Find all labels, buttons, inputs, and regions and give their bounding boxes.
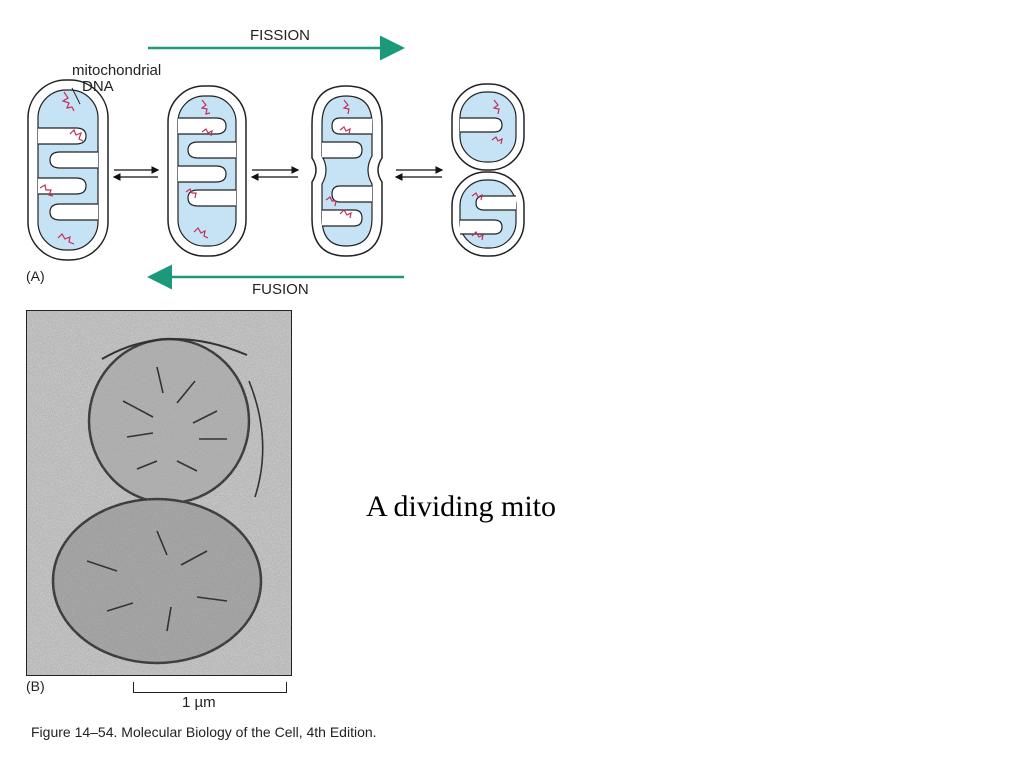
mitochondrion-3 bbox=[311, 85, 383, 257]
fission-label: FISSION bbox=[250, 27, 311, 44]
dna-label-line2: DNA bbox=[82, 78, 114, 95]
mitochondrion-2 bbox=[167, 85, 247, 257]
scale-bar bbox=[133, 682, 287, 693]
equilibrium-arrows-2 bbox=[250, 166, 300, 181]
diagram-svg bbox=[27, 35, 525, 290]
mitochondrion-1 bbox=[27, 79, 109, 261]
equilibrium-arrows-3 bbox=[394, 166, 444, 181]
equilibrium-arrows-1 bbox=[112, 166, 160, 181]
electron-micrograph bbox=[26, 310, 292, 676]
scale-bar-label: 1 µm bbox=[182, 694, 216, 711]
panel-b-label: (B) bbox=[26, 678, 45, 694]
micrograph-svg bbox=[27, 311, 291, 675]
slide-caption: A dividing mito bbox=[366, 490, 557, 523]
fission-fusion-diagram: FISSION FUSION mitochondrial DNA (A) bbox=[0, 0, 540, 305]
dna-pointer-line bbox=[71, 87, 81, 105]
dna-label-line1: mitochondrial bbox=[72, 62, 162, 79]
fusion-label: FUSION bbox=[252, 281, 309, 298]
panel-a-label: (A) bbox=[26, 268, 45, 284]
figure-credit: Figure 14–54. Molecular Biology of the C… bbox=[31, 724, 377, 740]
mitochondrion-4-upper bbox=[451, 83, 525, 171]
mitochondrion-4-lower bbox=[451, 171, 525, 257]
